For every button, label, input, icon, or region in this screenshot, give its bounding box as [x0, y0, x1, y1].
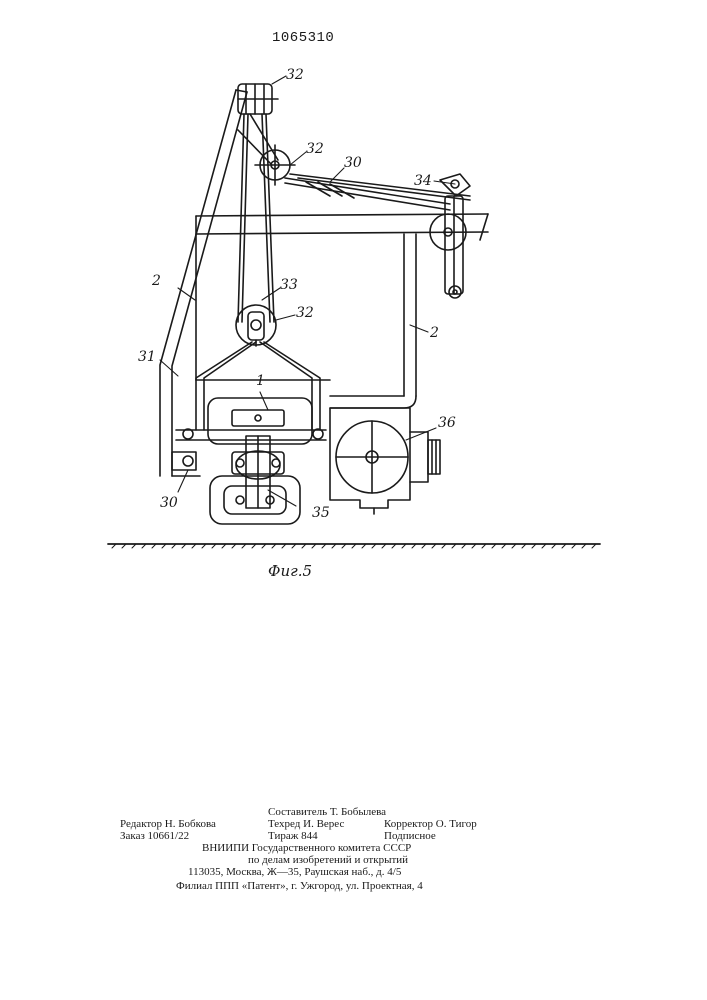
motor-36 [330, 408, 440, 514]
callout-30-bottom: 30 [160, 496, 178, 510]
imprint-subscription: Подписное [384, 830, 436, 842]
top-pulley [238, 84, 278, 114]
imprint-order: Заказ 10661/22 [120, 830, 189, 842]
imprint-compiler: Составитель Т. Бобылева [268, 806, 386, 818]
technical-drawing [0, 0, 707, 600]
imprint-circulation: Тираж 844 [268, 830, 318, 842]
left-bracket-30 [172, 452, 200, 476]
callout-32-top: 32 [286, 68, 304, 82]
callout-34: 34 [414, 174, 432, 188]
imprint-branch: Филиал ППП «Патент», г. Ужгород, ул. Про… [176, 880, 423, 892]
wheel-35 [232, 436, 284, 508]
carriage-1 [176, 398, 326, 444]
callout-31: 31 [138, 350, 156, 364]
callout-2-right: 2 [430, 326, 439, 340]
imprint-techred: Техред И. Верес [268, 818, 344, 830]
figure-caption: Фиг.5 [268, 562, 312, 580]
imprint-editor: Редактор Н. Бобкова [120, 818, 216, 830]
callout-35: 35 [312, 506, 330, 520]
ground-line [108, 544, 600, 548]
callout-2-left: 2 [152, 274, 161, 288]
rope-33 [238, 114, 278, 322]
imprint-org-line2: по делам изобретений и открытий [248, 854, 408, 866]
callout-36: 36 [438, 416, 456, 430]
callout-32-lower: 32 [296, 306, 314, 320]
imprint-org-address: 113035, Москва, Ж—35, Раушская наб., д. … [188, 866, 401, 878]
callout-32-middle: 32 [306, 142, 324, 156]
callout-33: 33 [280, 278, 298, 292]
right-post [330, 234, 416, 408]
callout-30-top: 30 [344, 156, 362, 170]
imprint-corrector: Корректор О. Тигор [384, 818, 477, 830]
lower-pulley [236, 305, 276, 346]
callout-1: 1 [256, 374, 265, 388]
imprint-org-line1: ВНИИПИ Государственного комитета СССР [202, 842, 411, 854]
